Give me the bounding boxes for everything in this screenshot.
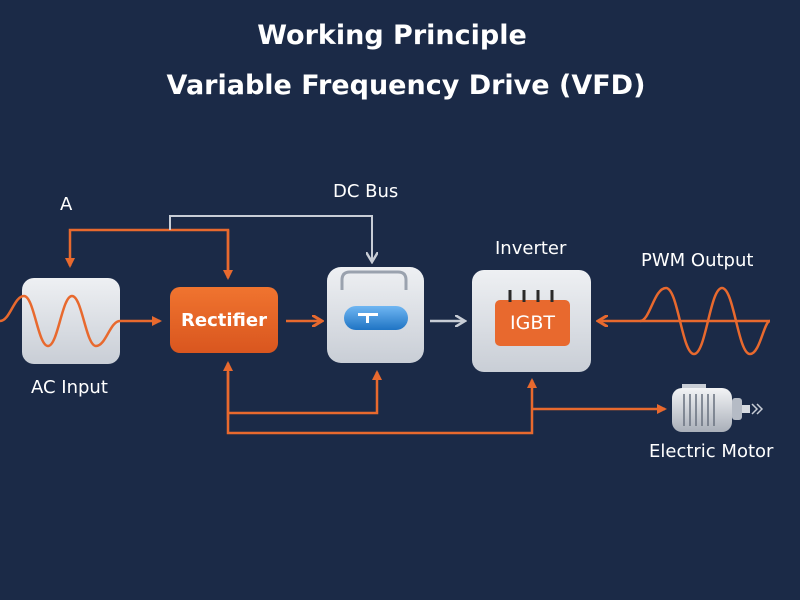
pwm-wave-icon (639, 286, 771, 356)
title-working-principle: Working Principle (257, 20, 527, 51)
label-a: A (60, 194, 73, 215)
feedback-loop-a (65, 228, 230, 276)
capacitor-icon (344, 306, 408, 330)
title-vfd: Variable Frequency Drive (VFD) (166, 70, 646, 101)
ac-input-block (0, 278, 121, 364)
bottom-feedback-loop (226, 372, 537, 435)
label-electric-motor: Electric Motor (649, 441, 774, 462)
loop-to-capacitor-arrow (228, 370, 382, 415)
rectifier-block (170, 287, 278, 353)
igbt-label: IGBT (510, 312, 555, 334)
ac-sine-wave-icon (0, 294, 121, 348)
label-inverter: Inverter (495, 238, 567, 259)
label-dc-bus: DC Bus (333, 181, 399, 202)
label-ac-input: AC Input (31, 377, 108, 398)
dc-bus-capacitor-block (327, 267, 424, 363)
inverter-block (472, 270, 591, 372)
rectifier-label: Rectifier (181, 310, 267, 331)
dc-bus-line (169, 215, 372, 262)
igbt-chip (495, 300, 570, 346)
electric-motor-icon (672, 384, 764, 432)
label-pwm-output: PWM Output (641, 250, 754, 271)
